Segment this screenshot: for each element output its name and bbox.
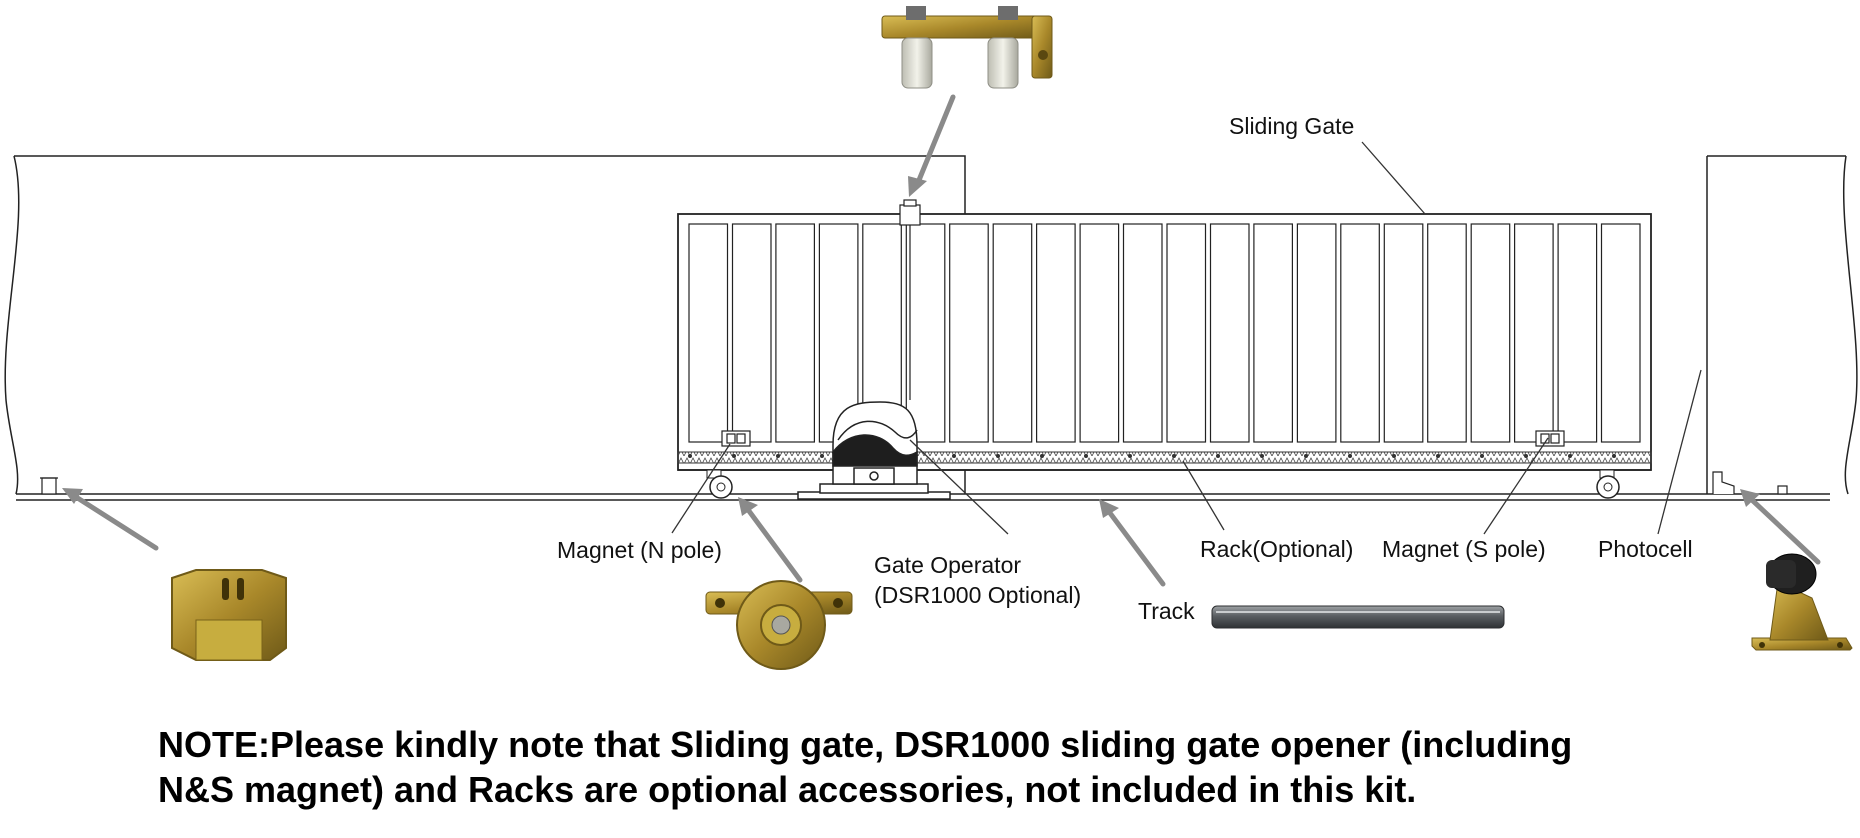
gate-slat [1470,223,1511,443]
gate-wheel-right [1596,469,1620,499]
gate-slat [688,223,729,443]
rack-bolt [688,454,692,458]
diagram-labels: Sliding Gate Magnet (N pole) Gate Operat… [557,113,1693,624]
gear-rack [677,451,1652,464]
rack-bolt [1260,454,1264,458]
rack-bolt [1524,454,1528,458]
rack-bolt [1128,454,1132,458]
rack-bolt [1040,454,1044,458]
label-rack: Rack(Optional) [1200,536,1353,562]
gate-slat [731,223,772,443]
gate-wheel-icon [705,580,853,670]
photocell-stop-icon [1751,553,1853,651]
gate-slat [992,223,1033,443]
rack-bolt [1392,454,1396,458]
gate-slat [1557,223,1598,443]
rack-bolt [1480,454,1484,458]
rack-bolt [1436,454,1440,458]
gate-slat [1122,223,1163,443]
end-stopper-icon [171,569,287,661]
rack-bolts [688,454,1616,458]
gate-slat [1035,223,1076,443]
gate-slat [1340,223,1380,443]
label-sliding-gate: Sliding Gate [1229,113,1354,139]
rack-bolt [1172,454,1176,458]
label-magnet-n: Magnet (N pole) [557,537,722,563]
rack-bolt [1568,454,1572,458]
gate-slat [1079,223,1120,443]
rack-bolt [820,454,824,458]
label-gate-operator-1: Gate Operator [874,552,1021,578]
label-magnet-s: Magnet (S pole) [1382,536,1546,562]
gate-slat [1513,223,1554,443]
gate-slat [1166,223,1207,443]
top-guide-roller [899,199,921,400]
track-rail-icon [1211,605,1505,629]
label-gate-operator-2: (DSR1000 Optional) [874,582,1081,608]
rack-bolt [996,454,1000,458]
label-track: Track [1138,598,1195,624]
top-guide-roller-icon [881,6,1053,89]
kit-note-line-2: N&S magnet) and Racks are optional acces… [158,769,1417,810]
pointer-arrows [62,94,1821,587]
rack-bolt [1216,454,1220,458]
gate-slat [1427,223,1467,443]
gate-operator [797,401,951,500]
sliding-gate [677,199,1652,499]
photocell-stop-fitting [1712,471,1788,495]
magnet-s-pole [1535,430,1565,447]
rack-bolt [1084,454,1088,458]
gate-slat [775,223,816,443]
gate-slat [1600,223,1641,443]
rack-bolt [1304,454,1308,458]
right-wall [1706,155,1858,495]
end-stopper-fitting [40,477,58,495]
gate-slat [1253,223,1294,443]
gate-wheel-left [706,469,733,499]
gate-slat [1383,223,1424,443]
leader-lines [671,141,1702,535]
kit-note-line-1: NOTE:Please kindly note that Sliding gat… [158,724,1573,765]
rack-bolt [732,454,736,458]
gate-slats [688,223,1641,443]
rack-bolt [952,454,956,458]
rack-bolt [1612,454,1616,458]
gate-slat [1209,223,1250,443]
rack-bolt [776,454,780,458]
label-photocell: Photocell [1598,536,1693,562]
gate-slat [949,223,989,443]
gate-slat [905,223,946,443]
magnet-n-pole [721,430,751,447]
kit-note: NOTE:Please kindly note that Sliding gat… [158,722,1818,812]
rack-bolt [1348,454,1352,458]
gate-slat [1296,223,1337,443]
